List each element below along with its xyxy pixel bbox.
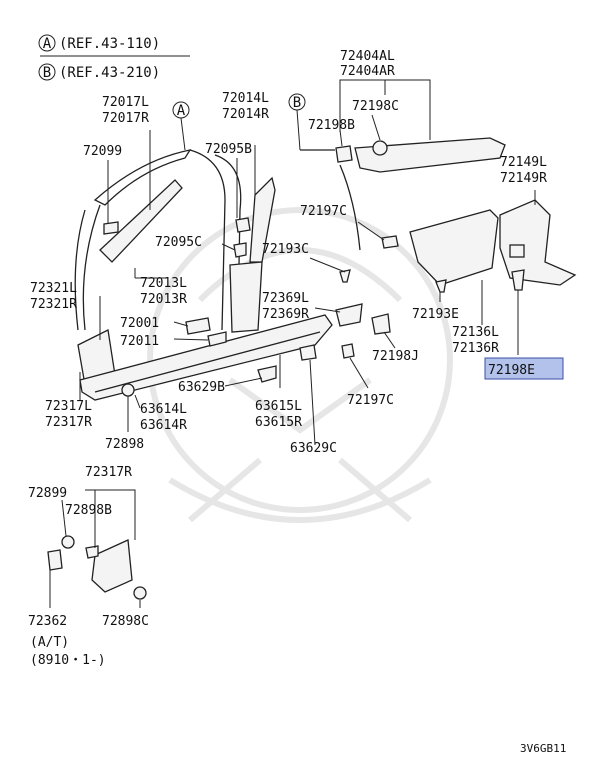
quarter-vent [509, 244, 525, 258]
ref-a-circle [38, 34, 56, 52]
label-72898[interactable]: 72898 [105, 437, 144, 452]
label-72197C-upper[interactable]: 72197C [300, 204, 347, 219]
label-72001[interactable]: 72001 [120, 316, 159, 331]
label-72898B[interactable]: 72898B [65, 503, 112, 518]
sill-plate-edge [94, 331, 321, 393]
label-72095C[interactable]: 72095C [155, 235, 202, 250]
label-63614L[interactable]: 63614L [140, 402, 187, 417]
part-labels: 72404AL 72404AR 72198C 72198B 72017L 720… [28, 49, 547, 629]
screw-72193E [435, 279, 447, 293]
label-72321R[interactable]: 72321R [30, 297, 77, 312]
body-opening-curve-2 [214, 154, 242, 321]
lower-center-pillar-trim [229, 261, 263, 333]
screw-72193C [339, 269, 351, 283]
label-63614R[interactable]: 63614R [140, 418, 187, 433]
label-72197C-lower[interactable]: 72197C [347, 393, 394, 408]
label-72013L[interactable]: 72013L [140, 276, 187, 291]
label-72095B[interactable]: 72095B [205, 142, 252, 157]
kick-panel-72317R [91, 539, 133, 593]
door-weatherstrip [93, 149, 192, 206]
label-72011[interactable]: 72011 [120, 334, 159, 349]
leader-lines [49, 79, 536, 608]
label-72193E[interactable]: 72193E [412, 307, 459, 322]
label-72149R[interactable]: 72149R [500, 171, 547, 186]
note-line-1: (A/T) [30, 635, 69, 650]
label-72317R-lower[interactable]: 72317R [85, 465, 132, 480]
door-opening-edge-inner [82, 204, 101, 331]
label-72193C[interactable]: 72193C [262, 242, 309, 257]
label-72321L[interactable]: 72321L [30, 281, 77, 296]
label-72404AL[interactable]: 72404AL [340, 49, 395, 64]
label-72099[interactable]: 72099 [83, 144, 122, 159]
label-72317R[interactable]: 72317R [45, 415, 92, 430]
clip-72095C [233, 242, 247, 258]
bracket-72362 [47, 549, 63, 571]
label-72198E[interactable]: 72198E [488, 363, 535, 378]
clip-72198E [511, 269, 525, 291]
clip-72898 [121, 383, 135, 397]
label-72014L[interactable]: 72014L [222, 91, 269, 106]
rear-opening-curve [339, 164, 361, 251]
clip-72898B [85, 545, 99, 559]
bracket-72001 [185, 317, 211, 335]
label-72136R[interactable]: 72136R [452, 341, 499, 356]
diagram-callouts: A B [172, 93, 306, 151]
label-72404AR[interactable]: 72404AR [340, 64, 395, 79]
ref-b-circle [38, 63, 56, 81]
rear-quarter-trim [499, 199, 577, 286]
highlight-box-72198E [484, 357, 564, 380]
part-drawings [47, 137, 577, 600]
transmission-note: (A/T) (8910・1-) [30, 635, 106, 668]
label-63615R[interactable]: 63615R [255, 415, 302, 430]
label-72198J[interactable]: 72198J [372, 349, 419, 364]
label-63629B[interactable]: 63629B [178, 380, 225, 395]
clip-63629C [299, 344, 317, 361]
label-63615L[interactable]: 63615L [255, 399, 302, 414]
bracket-72011 [207, 331, 227, 347]
clip-72898C [133, 586, 147, 600]
clip-72197C-upper [381, 235, 399, 249]
label-72013R[interactable]: 72013R [140, 292, 187, 307]
label-72369R[interactable]: 72369R [262, 307, 309, 322]
label-72317L[interactable]: 72317L [45, 399, 92, 414]
label-72149L[interactable]: 72149L [500, 155, 547, 170]
label-72362[interactable]: 72362 [28, 614, 67, 629]
body-opening-curve-1 [189, 149, 226, 331]
label-72136L[interactable]: 72136L [452, 325, 499, 340]
ref-b-text: (REF.43-210) [59, 65, 160, 81]
clip-72095B [235, 217, 251, 233]
clip-72899 [61, 535, 75, 549]
clip-72198J [371, 313, 391, 335]
center-pillar-trim [249, 176, 276, 263]
door-opening-edge [74, 209, 86, 331]
clip-72198C [372, 140, 388, 156]
reference-legend: A (REF.43-110) B (REF.43-210) [38, 34, 190, 81]
callout-b-letter: B [293, 95, 301, 111]
roof-rail-trim [354, 137, 506, 173]
label-72899[interactable]: 72899 [28, 486, 67, 501]
quarter-trim-upper [409, 209, 499, 286]
diagram-code: 3V6GB11 [520, 742, 566, 755]
clip-72198B [335, 145, 353, 163]
label-72014R[interactable]: 72014R [222, 107, 269, 122]
label-72198B[interactable]: 72198B [308, 118, 355, 133]
label-72198C[interactable]: 72198C [352, 99, 399, 114]
ref-b-letter: B [43, 65, 51, 81]
watermark-emblem [147, 207, 453, 523]
callout-a-letter: A [177, 103, 186, 119]
ref-a-text: (REF.43-110) [59, 36, 160, 52]
label-72017R[interactable]: 72017R [102, 111, 149, 126]
label-63629C[interactable]: 63629C [290, 441, 337, 456]
note-line-2: (8910・1-) [30, 653, 106, 668]
label-72369L[interactable]: 72369L [262, 291, 309, 306]
bracket-72369 [335, 303, 363, 327]
label-72898C[interactable]: 72898C [102, 614, 149, 629]
clip-72099 [103, 221, 119, 235]
clip-63629B [257, 365, 277, 383]
label-72017L[interactable]: 72017L [102, 95, 149, 110]
ref-a-letter: A [43, 36, 52, 52]
clip-72197C-lower [341, 343, 355, 359]
